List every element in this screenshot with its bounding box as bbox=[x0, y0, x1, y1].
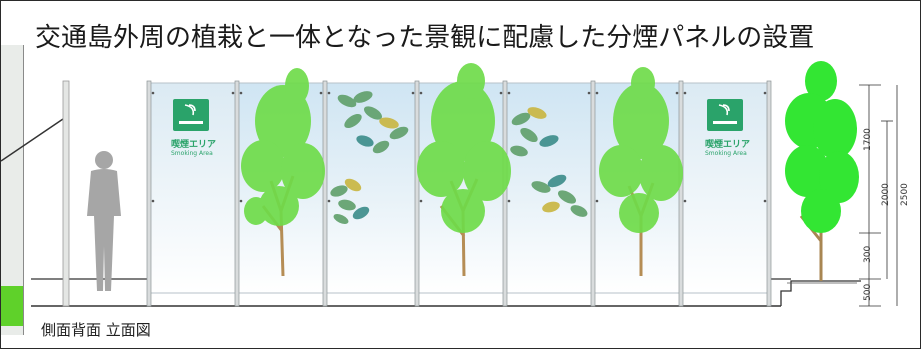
page-title: 交通島外周の植栽と一体となった景観に配慮した分煙パネルの設置 bbox=[35, 23, 815, 53]
adjacent-figure-edge bbox=[1, 45, 24, 335]
tree-1 bbox=[241, 68, 325, 277]
sign-2-labels: 喫煙エリア Smoking Area bbox=[705, 137, 750, 157]
end-post bbox=[62, 80, 70, 307]
sign-1-en-label: Smoking Area bbox=[171, 150, 213, 157]
smoking-sign-2 bbox=[707, 99, 743, 131]
dimension-lines bbox=[859, 84, 898, 307]
smoking-sign-1 bbox=[173, 99, 209, 131]
smoking-icon bbox=[173, 99, 209, 131]
dim-2500: 2500 bbox=[900, 183, 910, 206]
sign-1-jp-label: 喫煙エリア bbox=[171, 140, 217, 150]
sign-1-labels: 喫煙エリア Smoking Area bbox=[171, 137, 216, 157]
tree-bright bbox=[785, 61, 859, 281]
dim-500: 500 bbox=[863, 283, 873, 301]
tree-2 bbox=[417, 63, 511, 277]
sign-2-en-label: Smoking Area bbox=[705, 150, 747, 157]
adjacent-figure-green bbox=[1, 286, 23, 326]
person-silhouette bbox=[87, 151, 121, 291]
adjacent-figure-line bbox=[1, 118, 64, 162]
figure-caption: 側面背面 立面図 bbox=[41, 321, 151, 339]
dim-2000: 2000 bbox=[881, 183, 891, 206]
leaf-cluster-3 bbox=[510, 107, 559, 157]
smoking-icon bbox=[707, 99, 743, 131]
dim-1700: 1700 bbox=[863, 128, 873, 151]
dim-300: 300 bbox=[863, 245, 873, 263]
leaf-cluster-1 bbox=[337, 91, 409, 154]
leaf-cluster-2 bbox=[330, 178, 370, 224]
sign-2-jp-label: 喫煙エリア bbox=[705, 140, 751, 150]
leaf-cluster-4 bbox=[531, 174, 588, 217]
curb-step bbox=[780, 280, 861, 306]
tree-3 bbox=[599, 67, 683, 276]
